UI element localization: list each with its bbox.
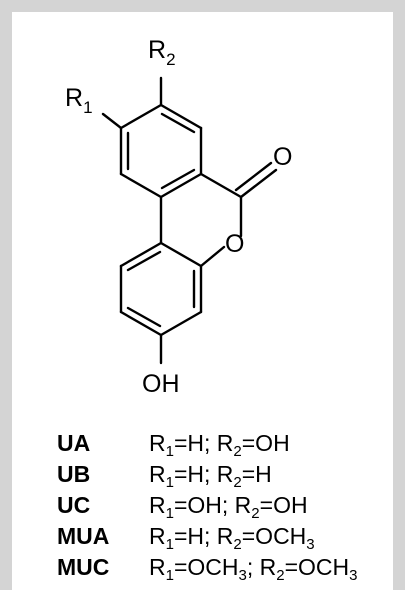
r2-label: R2 xyxy=(148,36,176,69)
compound-code: UA xyxy=(57,430,91,456)
definition-text: R xyxy=(149,554,166,580)
carbonyl-oxygen-label: O xyxy=(273,143,292,171)
definition-text: =H; R xyxy=(173,523,234,549)
compound-code: MUA xyxy=(57,523,110,549)
substituent-definition: R1=H; R2=OCH3 xyxy=(149,523,315,553)
definition-subscript: 3 xyxy=(238,567,247,584)
substituent-definition: R1=H; R2=H xyxy=(149,461,272,491)
definition-subscript: 1 xyxy=(165,536,174,553)
hydroxyl-label: OH xyxy=(142,370,180,398)
ring-oxygen-label: O xyxy=(225,230,244,258)
definition-subscript: 2 xyxy=(233,443,242,460)
definition-text: =OCH xyxy=(173,554,239,580)
definition-text: =OH xyxy=(259,492,308,518)
definition-subscript: 1 xyxy=(165,505,174,522)
lactone-ring xyxy=(159,172,243,268)
definition-subscript: 3 xyxy=(306,536,315,553)
substituent-definition: R1=OH; R2=OH xyxy=(149,492,308,522)
compound-code: UC xyxy=(57,492,91,518)
definition-text: =H; R xyxy=(173,430,234,456)
upper-benzene-ring xyxy=(119,103,203,199)
r1-bond xyxy=(101,112,123,130)
definition-text: =OH xyxy=(241,430,290,456)
definition-text: =H; R xyxy=(173,461,234,487)
compound-code: MUC xyxy=(57,554,110,580)
definition-text: =OCH xyxy=(241,523,307,549)
definition-text: =OCH xyxy=(284,554,350,580)
r1-label: R1 xyxy=(65,84,93,117)
definition-subscript: 2 xyxy=(233,474,242,491)
definition-subscript: 1 xyxy=(165,474,174,491)
substituent-definition: R1=OCH3; R2=OCH3 xyxy=(149,554,358,584)
compound-code: UB xyxy=(57,461,91,487)
carbonyl-bond xyxy=(234,161,278,199)
definition-text: R xyxy=(149,430,166,456)
definition-text: R xyxy=(149,523,166,549)
definition-subscript: 3 xyxy=(349,567,358,584)
definition-text: R xyxy=(149,492,166,518)
definition-subscript: 1 xyxy=(165,443,174,460)
definition-subscript: 2 xyxy=(276,567,285,584)
definition-subscript: 2 xyxy=(251,505,260,522)
substituent-definition: R1=H; R2=OH xyxy=(149,430,290,460)
definition-text: R xyxy=(149,461,166,487)
definition-subscript: 1 xyxy=(165,567,174,584)
definition-text: ; R xyxy=(246,554,277,580)
definition-text: =H xyxy=(241,461,272,487)
definition-subscript: 2 xyxy=(233,536,242,553)
lower-benzene-ring xyxy=(119,241,203,337)
definition-text: =OH; R xyxy=(173,492,252,518)
